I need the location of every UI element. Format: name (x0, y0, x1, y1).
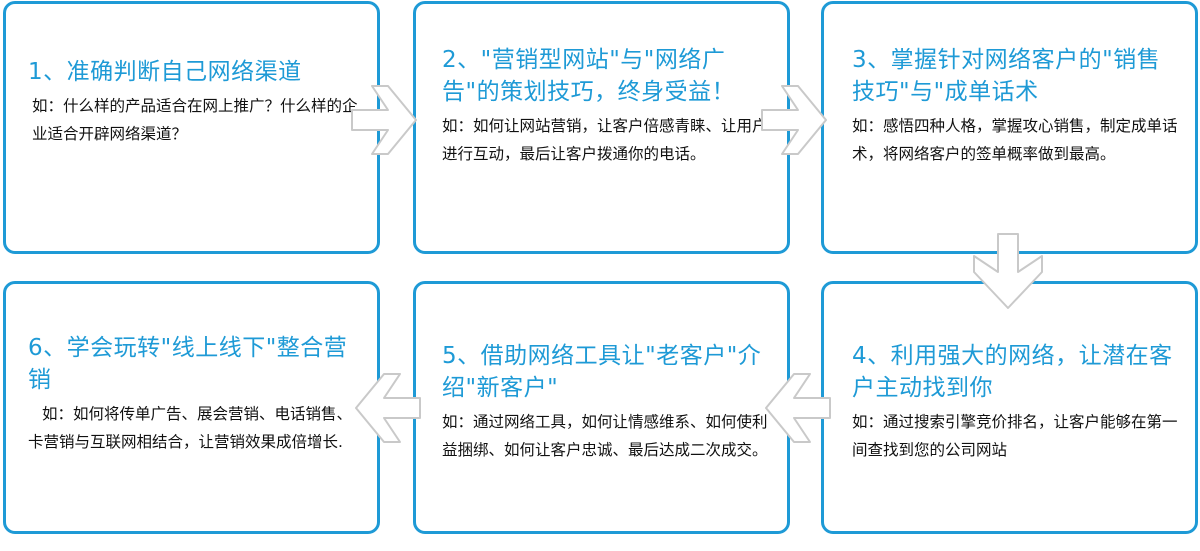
step-card-6: 6、学会玩转"线上线下"整合营销 如：如何将传单广告、展会营销、电话销售、卡营销… (3, 281, 380, 534)
step-5-body: 如：通过网络工具，如何让情感维系、如何使利益捆绑、如何让客户忠诚、最后达成二次成… (442, 413, 768, 459)
step-card-3: 3、掌握针对网络客户的"销售技巧"与"成单话术 如：感悟四种人格，掌握攻心销售，… (821, 1, 1198, 254)
step-card-5: 5、借助网络工具让"老客户"介绍"新客户" 如：通过网络工具，如何让情感维系、如… (413, 281, 790, 534)
step-6-title: 6、学会玩转"线上线下"整合营销 (28, 335, 348, 393)
arrow-left-icon (765, 373, 831, 443)
step-3-title: 3、掌握针对网络客户的"销售技巧"与"成单话术 (852, 47, 1161, 105)
step-4-title: 4、利用强大的网络，让潜在客户主动找到你 (852, 343, 1173, 401)
step-card-4: 4、利用强大的网络，让潜在客户主动找到你 如：通过搜索引擎竞价排名，让客户能够在… (821, 281, 1198, 534)
step-2-body: 如：如何让网站营销，让客户倍感青睐、让用户进行互动，最后让客户拨通你的电话。 (442, 117, 768, 163)
arrow-right-icon (761, 85, 827, 155)
arrow-right-icon (351, 85, 417, 155)
step-card-1: 1、准确判断自己网络渠道 如：什么样的产品适合在网上推广？什么样的企业适合开辟网… (3, 1, 380, 254)
arrow-down-icon (973, 233, 1043, 309)
step-6-body: 如：如何将传单广告、展会营销、电话销售、卡营销与互联网相结合，让营销效果成倍增长… (28, 405, 353, 451)
step-3-body: 如：感悟四种人格，掌握攻心销售，制定成单话术，将网络客户的签单概率做到最高。 (852, 117, 1178, 163)
arrow-left-icon (355, 373, 421, 443)
step-card-2: 2、"营销型网站"与"网络广告"的策划技巧，终身受益！ 如：如何让网站营销，让客… (413, 1, 790, 254)
step-2-title: 2、"营销型网站"与"网络广告"的策划技巧，终身受益！ (442, 47, 736, 105)
step-5-title: 5、借助网络工具让"老客户"介绍"新客户" (442, 343, 762, 401)
step-1-title: 1、准确判断自己网络渠道 (28, 59, 302, 85)
step-4-body: 如：通过搜索引擎竞价排名，让客户能够在第一间查找到您的公司网站 (852, 413, 1178, 459)
step-1-body: 如：什么样的产品适合在网上推广？什么样的企业适合开辟网络渠道？ (32, 97, 358, 143)
